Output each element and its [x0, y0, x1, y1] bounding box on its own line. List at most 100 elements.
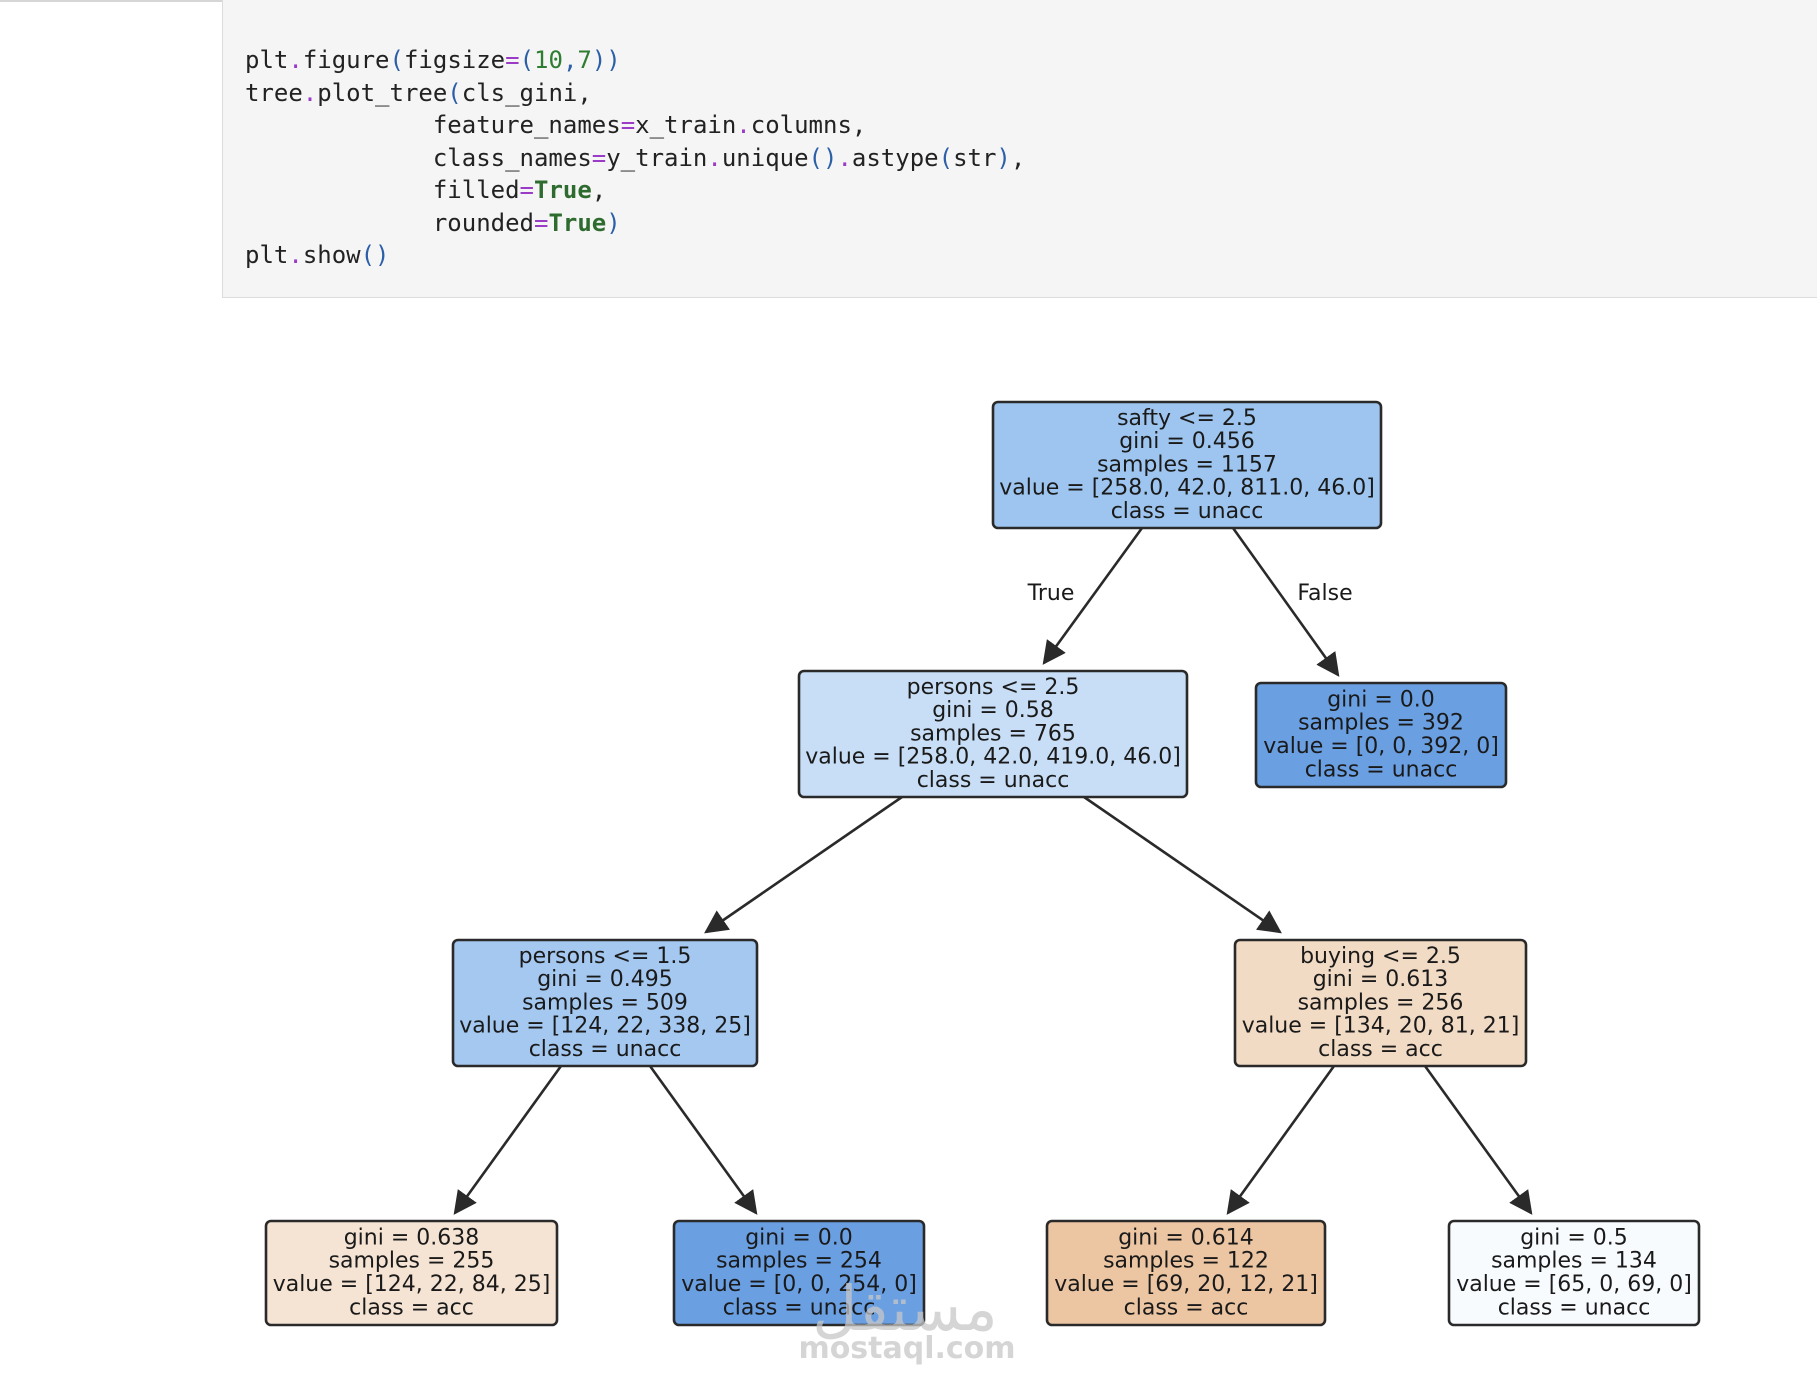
tree-node-box	[991, 400, 1383, 530]
tree-node-line: value = [65, 0, 69, 0]	[1456, 1272, 1692, 1297]
tree-node-line: safty <= 2.5	[1117, 406, 1257, 431]
watermark-domain: mostaql.com	[798, 1331, 1015, 1366]
tree-node-box	[1447, 1219, 1701, 1327]
tree-node-line: gini = 0.0	[1327, 687, 1435, 712]
tree-node-line: persons <= 1.5	[519, 944, 692, 969]
tree-node-line: class = acc	[349, 1295, 474, 1320]
tree-node-line: gini = 0.0	[745, 1225, 853, 1250]
tree-node-box	[797, 669, 1189, 799]
code-token: plot_tree	[317, 78, 448, 107]
tree-node-line: samples = 509	[522, 990, 688, 1015]
tree-node-box	[1045, 1219, 1327, 1327]
tree-node-line: samples = 1157	[1097, 452, 1277, 477]
code-token: (	[447, 78, 462, 107]
code-token: (	[389, 46, 404, 74]
tree-node-box	[264, 1219, 559, 1327]
tree-node-line: class = unacc	[1498, 1295, 1651, 1320]
code-token: str	[953, 143, 997, 172]
tree-node-line: gini = 0.58	[932, 698, 1054, 723]
code-token: tree	[245, 78, 303, 107]
tree-node-line: value = [69, 20, 12, 21]	[1054, 1272, 1318, 1297]
code-token: .	[736, 111, 751, 139]
code-token: .	[302, 78, 318, 107]
code-token: ))	[591, 46, 621, 74]
watermark-brand: مستقل	[812, 1272, 998, 1345]
code-token: ,	[562, 46, 578, 74]
code-token: feature_names	[245, 111, 621, 139]
code-token: True	[534, 176, 592, 204]
tree-node-box	[1233, 938, 1528, 1068]
tree-node-line: persons <= 2.5	[907, 675, 1080, 700]
code-token: .	[288, 241, 303, 269]
code-token: )	[996, 143, 1011, 172]
tree-edge-n3-n6	[648, 1065, 758, 1215]
tree-edge-n3-n5	[453, 1065, 563, 1215]
tree-node-line: gini = 0.638	[344, 1225, 480, 1250]
tree-node-line: class = unacc	[1305, 757, 1458, 782]
code-token: columns,	[750, 111, 867, 139]
tree-node-line: samples = 134	[1491, 1249, 1657, 1274]
code-token: y_train	[606, 143, 708, 172]
tree-edge-n0-n2	[1231, 527, 1340, 677]
tree-node-line: value = [258.0, 42.0, 811.0, 46.0]	[999, 476, 1375, 501]
code-token: show	[302, 241, 361, 269]
tree-node-line: gini = 0.614	[1118, 1225, 1254, 1250]
tree-node-line: class = acc	[1318, 1037, 1443, 1062]
tree-node-line: samples = 392	[1298, 711, 1464, 736]
code-token: rounded	[245, 208, 534, 237]
code-token: .	[707, 143, 722, 172]
code-token: x_train	[635, 111, 737, 139]
code-token: 10	[534, 46, 563, 74]
tree-node-box	[451, 938, 759, 1068]
tree-node-line: value = [134, 20, 81, 21]	[1242, 1014, 1520, 1039]
tree-node-line: samples = 254	[716, 1249, 882, 1274]
code-token: .	[837, 143, 852, 172]
code-cell[interactable]: plt.figure(figsize=(10,7)) tree.plot_tre…	[222, 0, 1817, 298]
code-token: =	[533, 208, 549, 237]
tree-edge-n1-n4	[1083, 795, 1282, 934]
tree-node-line: gini = 0.613	[1313, 967, 1449, 992]
tree-node-line: samples = 255	[329, 1249, 495, 1274]
code-token: ,	[1010, 143, 1026, 172]
code-token: .	[288, 46, 303, 74]
code-token: ,	[591, 176, 607, 204]
tree-node-line: samples = 256	[1298, 990, 1464, 1015]
tree-node-line: value = [0, 0, 392, 0]	[1263, 734, 1499, 759]
code-token: astype	[851, 143, 939, 172]
tree-node-line: samples = 765	[910, 721, 1076, 746]
code-token: =	[591, 143, 607, 172]
tree-node-line: value = [258.0, 42.0, 419.0, 46.0]	[805, 745, 1181, 770]
code-token: unique	[721, 143, 809, 172]
tree-edge-n1-n3	[704, 795, 903, 934]
tree-node-line: class = unacc	[723, 1295, 876, 1320]
code-token: (	[519, 46, 535, 74]
code-token: cls_gini,	[461, 78, 592, 107]
tree-node-line: value = [124, 22, 338, 25]	[459, 1014, 751, 1039]
tree-node-line: class = unacc	[529, 1037, 682, 1062]
code-token: plt	[245, 46, 289, 74]
tree-node-line: gini = 0.495	[537, 967, 673, 992]
code-token: filled	[245, 176, 520, 204]
code-editor[interactable]: plt.figure(figsize=(10,7)) tree.plot_tre…	[245, 44, 1025, 272]
tree-edge-n4-n7	[1226, 1065, 1336, 1215]
code-token: 7	[577, 46, 592, 74]
code-token: =	[620, 111, 636, 139]
code-token: =	[505, 46, 520, 74]
code-token: figsize	[403, 46, 506, 74]
code-token: figure	[302, 46, 390, 74]
tree-node-line: class = unacc	[917, 768, 1070, 793]
code-token: plt	[245, 241, 289, 269]
code-token: )	[606, 208, 621, 237]
code-token: class_names	[245, 143, 592, 172]
tree-node-line: value = [124, 22, 84, 25]	[273, 1272, 551, 1297]
